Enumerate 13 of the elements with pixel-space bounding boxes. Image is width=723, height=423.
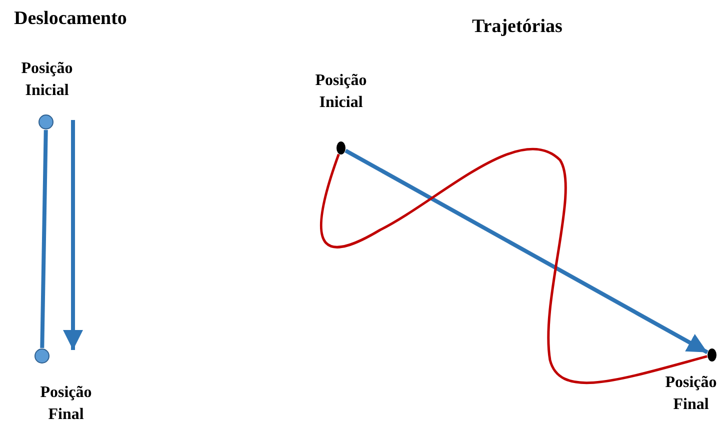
panel-heading: Trajetórias — [472, 16, 562, 38]
panel-heading: Deslocamento — [14, 8, 127, 30]
position-label: Posição Final — [664, 373, 718, 415]
position-dot — [336, 141, 346, 155]
arrow — [344, 148, 708, 354]
connector-line — [40, 130, 48, 348]
trajectory-curve — [320, 148, 708, 384]
position-label: Posição Inicial — [20, 59, 74, 101]
position-label: Posição Inicial — [314, 71, 368, 113]
position-dot — [707, 348, 717, 362]
position-dot — [34, 348, 50, 364]
position-label: Posição Final — [39, 383, 93, 423]
position-dot — [38, 114, 54, 130]
